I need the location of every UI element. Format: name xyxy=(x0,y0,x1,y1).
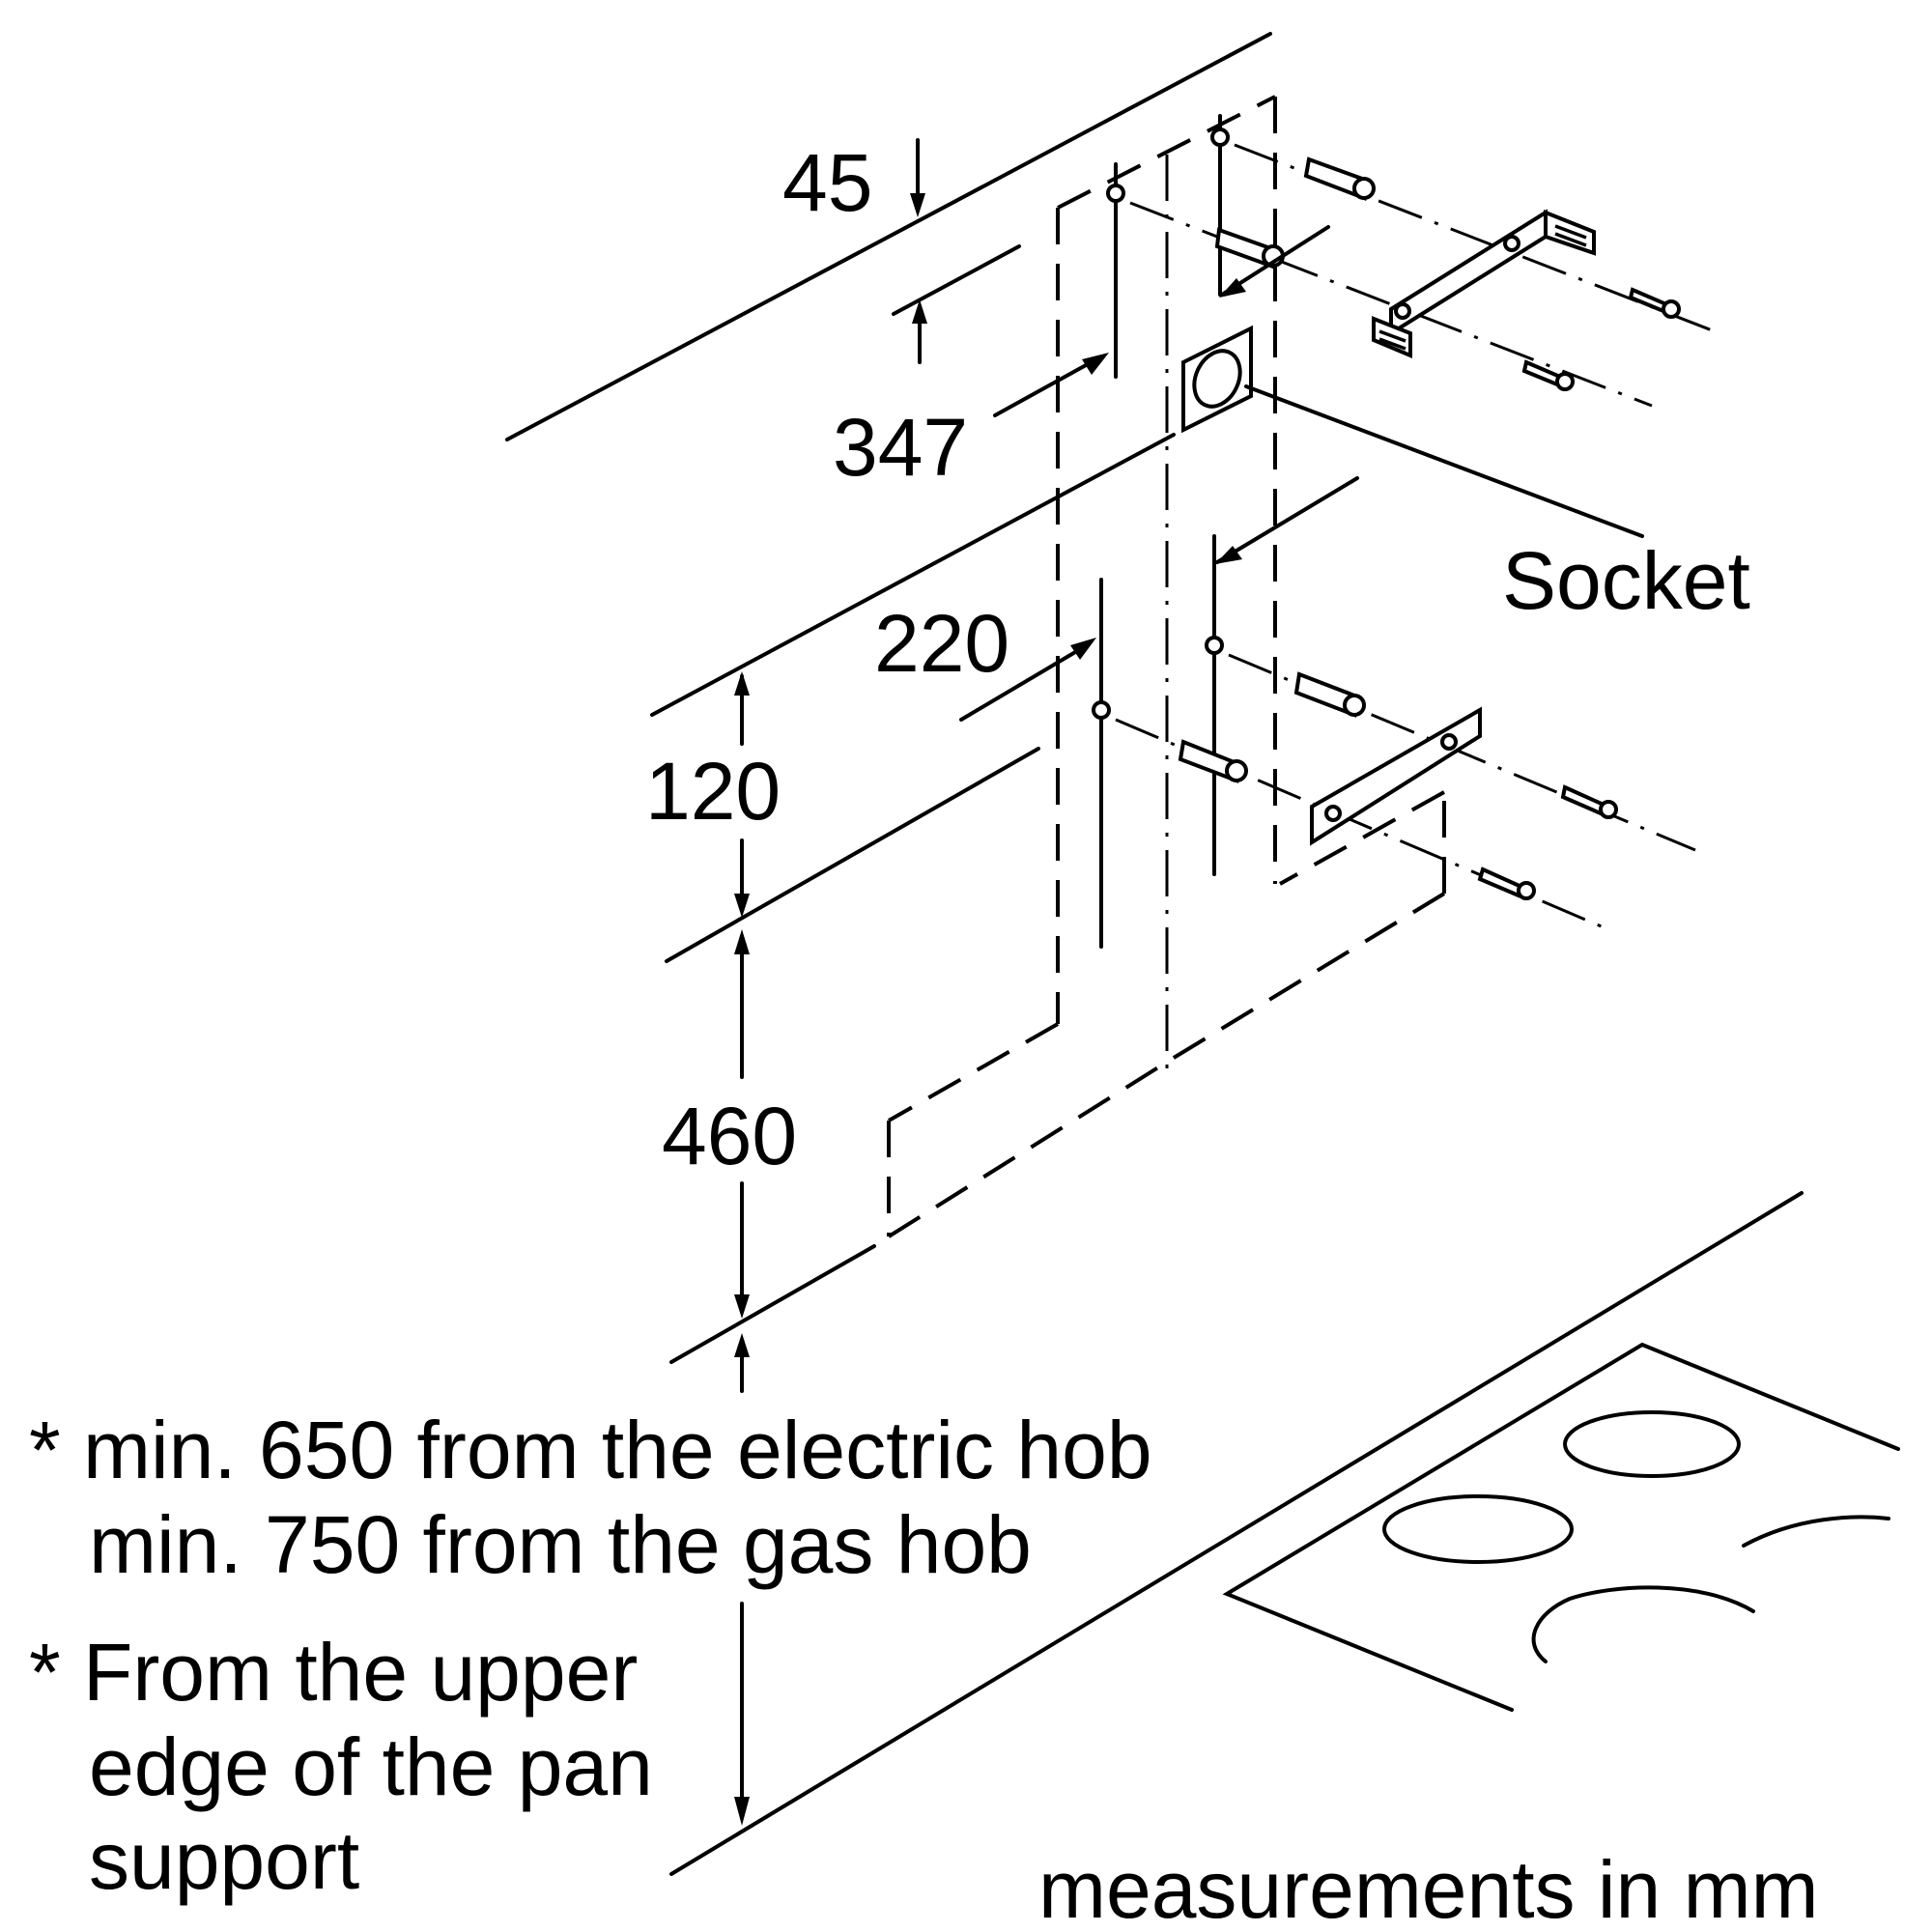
socket-label: Socket xyxy=(1502,535,1750,626)
dimension-leaders xyxy=(734,138,1359,1826)
dimension-220-label: 220 xyxy=(874,598,1009,689)
upper-screws xyxy=(1521,287,1681,391)
middle-reference-line xyxy=(665,747,1040,963)
note-pan-support-line2: edge of the pan xyxy=(89,1721,653,1812)
lower-screws xyxy=(1477,784,1618,900)
dimension-120-label: 120 xyxy=(645,746,781,837)
lower-dowels xyxy=(1178,671,1366,783)
note-pan-support-line3: support xyxy=(89,1815,359,1906)
chimney-outline xyxy=(887,95,1446,1238)
dimension-460-label: 460 xyxy=(662,1091,797,1181)
note-pan-support-line1: * From the upper xyxy=(29,1627,638,1718)
hob-front-line xyxy=(669,1191,1804,1876)
upper-dowels xyxy=(1214,156,1376,270)
note-hob-clearance-gas: min. 750 from the gas hob xyxy=(89,1499,1032,1590)
lower-reference-line xyxy=(669,1244,876,1364)
ceiling-line xyxy=(505,32,1272,441)
socket-symbol xyxy=(1181,325,1644,538)
dimension-45-label: 45 xyxy=(782,137,872,228)
hob-outline xyxy=(1222,1342,1900,1712)
dimension-347-label: 347 xyxy=(833,402,968,493)
upper-bracket xyxy=(1372,209,1596,359)
upper-reference-line xyxy=(650,433,1176,717)
note-hob-clearance-electric: * min. 650 from the electric hob xyxy=(29,1405,1152,1495)
lower-bracket xyxy=(1310,706,1482,846)
units-label: measurements in mm xyxy=(1038,1844,1819,1932)
